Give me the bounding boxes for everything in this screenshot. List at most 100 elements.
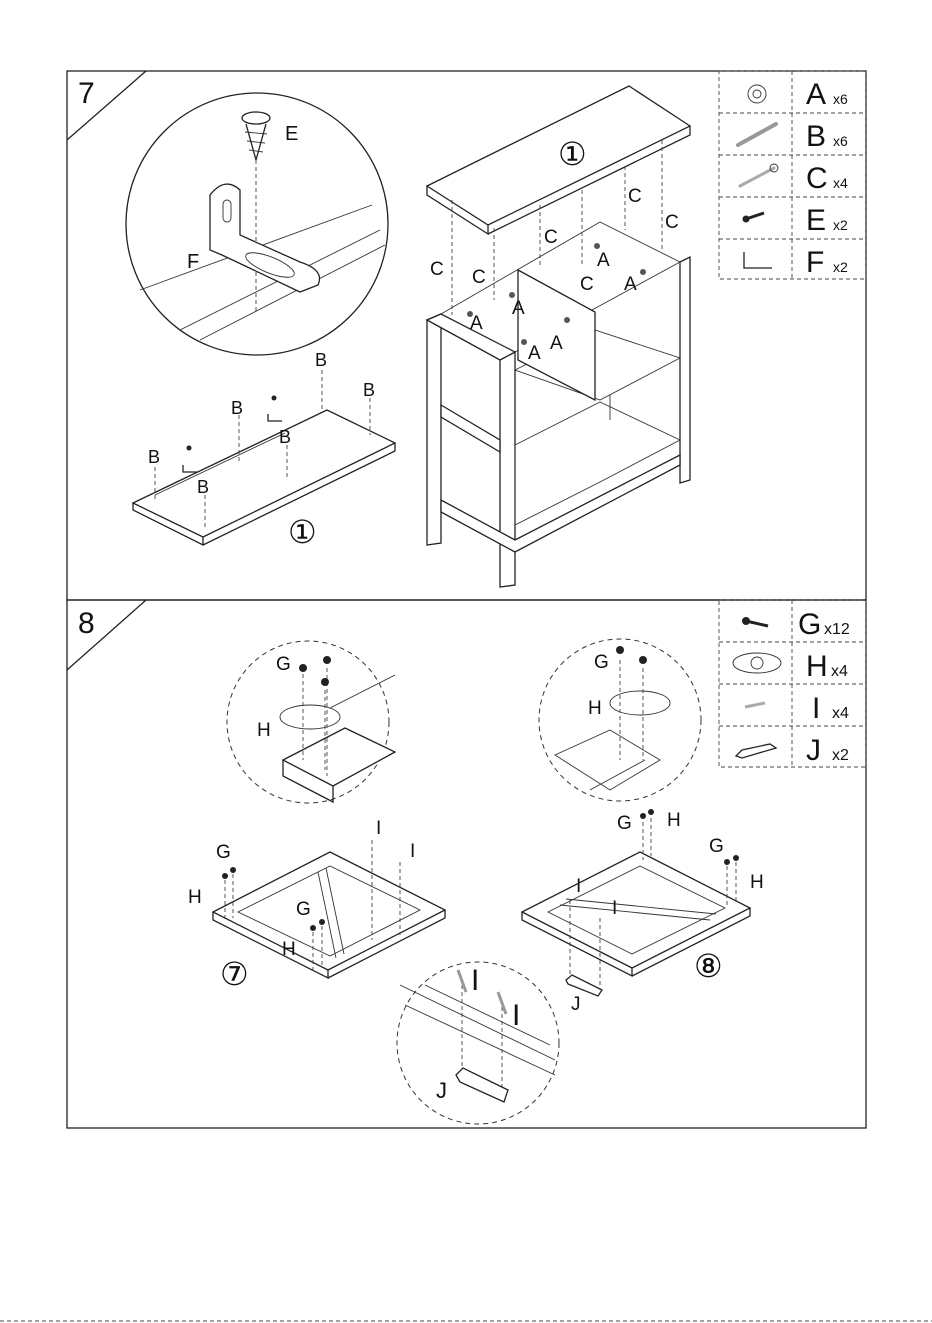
door-7-marker: ⑦ [220, 956, 249, 992]
top-panel-flat: B B B B B B ① [133, 350, 395, 550]
wood-screw-icon [742, 617, 768, 626]
label-j-door8: J [571, 994, 581, 1015]
step-7-panel: 7 [67, 71, 866, 600]
screw-icon [743, 213, 765, 223]
door-8: G H G H I I J ⑧ [522, 809, 764, 1015]
part-row-G: G x12 [798, 608, 850, 641]
label-g-door8-top: G [617, 813, 632, 834]
label-j-detail: J [436, 1078, 447, 1103]
label-b-1: B [148, 447, 160, 467]
label-i-detail-2: I [512, 999, 520, 1032]
label-c-4: C [580, 274, 594, 295]
handle-detail-circle: I I J [397, 962, 559, 1124]
label-i-door8-2: I [612, 898, 617, 919]
label-a-4: A [550, 333, 563, 354]
step-8-parts-table: G x12 H x4 I x4 J x2 [719, 600, 866, 767]
l-bracket-icon [744, 252, 772, 268]
handle-j-door8 [566, 975, 602, 996]
cam-bolt-icon [740, 164, 778, 186]
label-i-door7-2: I [410, 841, 415, 862]
bracket-detail-circle: E F [126, 93, 388, 355]
part-row-F: F x2 [806, 246, 848, 279]
label-c-1: C [430, 259, 444, 280]
cam-lock-icon [748, 85, 766, 103]
panel-1-marker-flat: ① [288, 514, 317, 550]
hinge-detail-right: G H [539, 639, 701, 801]
svg-text:x4: x4 [833, 175, 848, 191]
label-b-4: B [279, 427, 291, 447]
door-8-marker: ⑧ [694, 948, 723, 984]
label-b-6: B [363, 380, 375, 400]
part-row-A: A x6 [806, 78, 848, 111]
part-row-J: J x2 [806, 734, 849, 767]
label-g-door8-right: G [709, 836, 724, 857]
part-row-H: H x4 [806, 650, 848, 683]
label-h-door7-left: H [188, 887, 202, 908]
label-h-door7-bottom: H [282, 939, 296, 960]
panel-1-marker-top: ① [558, 136, 587, 172]
part-row-C: C x4 [806, 162, 848, 195]
dowel-icon [738, 124, 776, 145]
handle-bolt-icon [745, 703, 765, 707]
step-7-number: 7 [78, 77, 95, 110]
label-a-6: A [624, 274, 637, 295]
screw-e-drawing [242, 112, 270, 160]
label-h-door8-top: H [667, 810, 681, 831]
svg-text:F: F [806, 246, 824, 279]
bracket-f-drawing [210, 184, 320, 292]
label-e: E [285, 123, 298, 145]
step-8-panel: 8 G x12 [67, 600, 866, 1128]
label-a-3: A [528, 343, 541, 364]
bracket-small-2 [268, 396, 282, 422]
svg-text:I: I [812, 692, 820, 725]
svg-text:x2: x2 [833, 217, 848, 233]
part-row-E: E x2 [806, 204, 848, 237]
label-b-5: B [315, 350, 327, 370]
svg-text:x12: x12 [824, 621, 850, 638]
svg-text:A: A [806, 78, 826, 111]
label-a-5: A [597, 250, 610, 271]
label-f: F [187, 251, 199, 273]
label-b-2: B [197, 477, 209, 497]
part-row-B: B x6 [806, 120, 848, 153]
label-g-detail-left: G [276, 654, 291, 675]
svg-text:x6: x6 [833, 91, 848, 107]
svg-text:x6: x6 [833, 133, 848, 149]
label-g-detail-right: G [594, 652, 609, 673]
label-i-door7-1: I [376, 818, 381, 839]
door-7: G H G H I I ⑦ [188, 818, 445, 992]
svg-text:C: C [806, 162, 828, 195]
svg-text:H: H [806, 650, 828, 683]
label-b-3: B [231, 398, 243, 418]
svg-text:x4: x4 [832, 705, 849, 722]
label-c-3: C [544, 227, 558, 248]
step-8-number: 8 [78, 607, 95, 640]
hinge-plate-icon [733, 653, 781, 673]
cabinet-assembly: ① [427, 86, 690, 587]
label-i-door8-1: I [576, 876, 581, 897]
bracket-small-1 [183, 446, 197, 473]
label-g-door7-mid: G [296, 899, 311, 920]
label-g-door7-top: G [216, 842, 231, 863]
label-a-2: A [512, 298, 525, 319]
label-c-6: C [665, 212, 679, 233]
label-h-detail-left: H [257, 720, 271, 741]
svg-text:G: G [798, 608, 821, 641]
step-7-parts-table: A x6 B x6 C x4 E x2 F x2 [719, 71, 866, 279]
svg-text:x2: x2 [833, 259, 848, 275]
label-c-2: C [472, 267, 486, 288]
hinge-detail-left: G H [227, 641, 395, 803]
svg-text:E: E [806, 204, 826, 237]
label-h-door8-right: H [750, 872, 764, 893]
part-row-I: I x4 [812, 692, 849, 725]
label-h-detail-right: H [588, 698, 602, 719]
label-c-5: C [628, 186, 642, 207]
svg-text:B: B [806, 120, 826, 153]
label-a-1: A [470, 313, 483, 334]
svg-text:x4: x4 [831, 663, 848, 680]
handle-icon [736, 744, 776, 758]
svg-text:J: J [806, 734, 821, 767]
label-i-detail-1: I [471, 964, 479, 997]
svg-text:x2: x2 [832, 747, 849, 764]
